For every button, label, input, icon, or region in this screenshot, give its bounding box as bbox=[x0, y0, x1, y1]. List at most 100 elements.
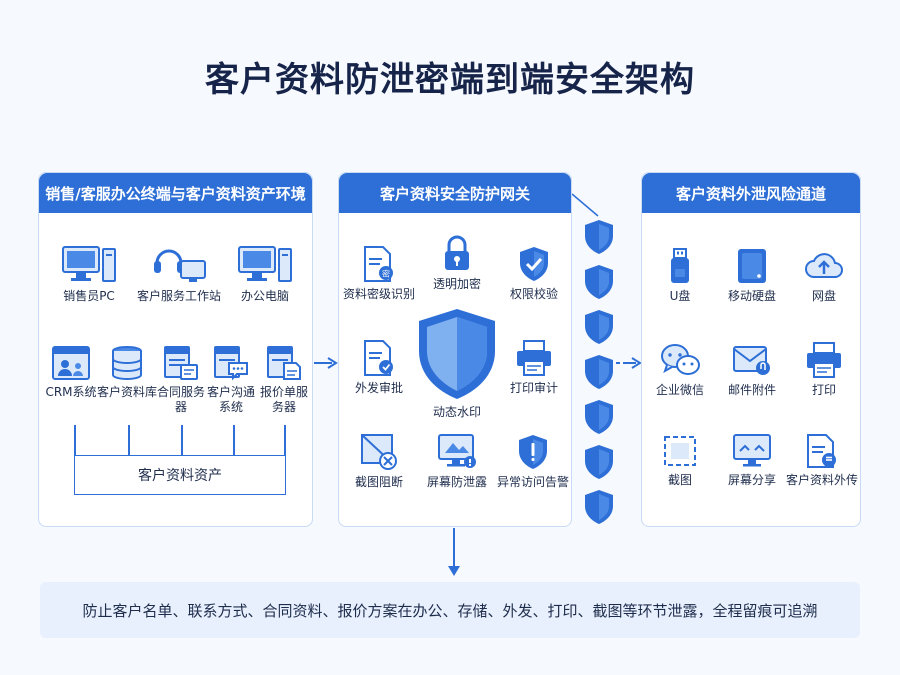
mail-attachment-icon bbox=[733, 346, 770, 375]
screen-share-icon bbox=[733, 434, 771, 467]
risk-label: U盘 bbox=[669, 289, 691, 303]
shield-icon bbox=[585, 445, 613, 479]
printer-icon bbox=[517, 340, 551, 376]
gateway-item-alert[interactable]: 异常访问告警 bbox=[491, 433, 575, 490]
shield-icon bbox=[585, 310, 613, 344]
headset-workstation-icon bbox=[154, 249, 206, 282]
gateway-label: 资料密级识别 bbox=[342, 287, 415, 301]
connector-line bbox=[181, 425, 183, 455]
desktop-pc-icon bbox=[62, 246, 116, 282]
chat-server-icon bbox=[214, 346, 248, 381]
desktop-pc-icon bbox=[238, 246, 292, 282]
node-label: 销售员PC bbox=[63, 289, 115, 303]
shield-alert-icon bbox=[519, 435, 547, 469]
gateway-item-screenshot-block[interactable]: 截图阻断 bbox=[339, 433, 419, 490]
node-sales-pc[interactable]: 销售员PC bbox=[49, 245, 129, 304]
risk-channel-cloud-drive[interactable]: 网盘 bbox=[788, 247, 860, 304]
gateway-item-watermark[interactable]: 动态水印 bbox=[411, 307, 503, 420]
risk-label: 屏幕分享 bbox=[727, 473, 776, 487]
gateway-item-outbound-approval[interactable]: 外发审批 bbox=[339, 339, 419, 396]
arrow-down-icon bbox=[448, 528, 460, 576]
lock-icon bbox=[445, 235, 469, 270]
arrow-right-icon bbox=[616, 357, 642, 369]
shield-check-icon bbox=[520, 247, 548, 281]
external-drive-icon bbox=[738, 249, 766, 283]
node-service-workstation[interactable]: 客户服务工作站 bbox=[131, 245, 227, 304]
right-panel: 客户资料外泄风险通道 U盘 移动硬盘 网盘 bbox=[641, 172, 861, 527]
gateway-label: 外发审批 bbox=[354, 381, 403, 395]
shield-icon bbox=[585, 220, 613, 254]
risk-label: 邮件附件 bbox=[727, 383, 776, 397]
gateway-label: 透明加密 bbox=[432, 277, 481, 291]
usb-drive-icon bbox=[671, 248, 689, 283]
gateway-item-classify[interactable]: 密 资料密级识别 bbox=[339, 245, 419, 302]
document-approve-icon bbox=[364, 340, 393, 376]
node-crm[interactable]: CRM系统 bbox=[43, 345, 99, 400]
risk-channel-print[interactable]: 打印 bbox=[788, 341, 860, 398]
risk-label: 打印 bbox=[811, 383, 836, 397]
node-chat-system[interactable]: 客户沟通系统 bbox=[205, 345, 257, 415]
gateway-panel: 客户资料安全防护网关 密 资料密级识别 透明加密 权限校验 bbox=[338, 172, 572, 527]
left-panel: 销售/客服办公终端与客户资料资产环境 销售员PC 客户服务工作站 bbox=[38, 172, 313, 527]
risk-channel-external-drive[interactable]: 移动硬盘 bbox=[716, 247, 788, 304]
arrow-right-icon bbox=[314, 357, 338, 369]
shield-icon bbox=[585, 490, 613, 524]
gateway-item-permission[interactable]: 权限校验 bbox=[495, 245, 573, 302]
risk-label: 客户资料外传 bbox=[785, 473, 858, 487]
node-contract-server[interactable]: 合同服务器 bbox=[155, 345, 207, 415]
node-label: 客户资料库 bbox=[97, 385, 158, 399]
gateway-label: 截图阻断 bbox=[354, 475, 403, 489]
risk-channel-screen-share[interactable]: 屏幕分享 bbox=[716, 433, 788, 488]
connector-line bbox=[572, 193, 599, 217]
node-label: 报价单服务器 bbox=[260, 385, 309, 414]
cloud-upload-icon bbox=[805, 253, 843, 278]
gateway-label: 打印审计 bbox=[509, 381, 558, 395]
contract-server-icon bbox=[164, 346, 198, 380]
node-label: 客户沟通系统 bbox=[207, 385, 256, 414]
wechat-icon bbox=[661, 344, 700, 375]
large-shield-icon bbox=[419, 309, 495, 399]
node-label: 合同服务器 bbox=[157, 385, 206, 414]
database-icon bbox=[112, 346, 142, 380]
risk-channel-data-transfer[interactable]: 客户资料外传 bbox=[780, 433, 864, 488]
customer-asset-box: 客户资料资产 bbox=[74, 455, 286, 495]
gateway-label: 动态水印 bbox=[432, 405, 481, 419]
risk-channel-mail[interactable]: 邮件附件 bbox=[716, 341, 788, 398]
shield-column bbox=[582, 218, 618, 528]
left-panel-header: 销售/客服办公终端与客户资料资产环境 bbox=[39, 173, 312, 213]
gateway-panel-header: 客户资料安全防护网关 bbox=[339, 173, 571, 213]
gateway-item-encrypt[interactable]: 透明加密 bbox=[417, 235, 497, 292]
node-label: 办公电脑 bbox=[240, 289, 289, 303]
printer-icon bbox=[807, 342, 841, 378]
connector-line bbox=[128, 425, 130, 455]
node-office-pc[interactable]: 办公电脑 bbox=[225, 245, 305, 304]
shield-icon bbox=[585, 355, 613, 389]
risk-channel-wechat[interactable]: 企业微信 bbox=[644, 341, 716, 398]
gateway-item-screen-leak[interactable]: 屏幕防泄露 bbox=[415, 433, 499, 490]
node-customer-db[interactable]: 客户资料库 bbox=[97, 345, 158, 400]
gateway-label: 屏幕防泄露 bbox=[426, 475, 487, 489]
quote-server-icon bbox=[267, 346, 301, 380]
shield-icon bbox=[585, 400, 613, 434]
document-transfer-icon bbox=[807, 434, 836, 468]
crm-window-icon bbox=[52, 346, 90, 380]
svg-text:密: 密 bbox=[382, 269, 390, 279]
node-label: 客户服务工作站 bbox=[136, 289, 221, 303]
monitor-shield-icon bbox=[438, 434, 476, 468]
risk-label: 网盘 bbox=[811, 289, 836, 303]
connector-line bbox=[74, 425, 76, 455]
shield-icon bbox=[585, 265, 613, 299]
gateway-item-print-audit[interactable]: 打印审计 bbox=[495, 339, 573, 396]
risk-channel-screenshot[interactable]: 截图 bbox=[644, 433, 716, 488]
risk-channel-usb[interactable]: U盘 bbox=[644, 247, 716, 304]
screenshot-frame-icon bbox=[664, 436, 696, 466]
document-classify-icon: 密 bbox=[364, 246, 393, 282]
connector-line bbox=[233, 425, 235, 455]
risk-label: 移动硬盘 bbox=[727, 289, 776, 303]
screenshot-block-icon bbox=[361, 434, 397, 470]
gateway-label: 权限校验 bbox=[509, 287, 558, 301]
summary-banner: 防止客户名单、联系方式、合同资料、报价方案在办公、存储、外发、打印、截图等环节泄… bbox=[40, 582, 860, 638]
page-title: 客户资料防泄密端到端安全架构 bbox=[205, 60, 695, 100]
gateway-label: 异常访问告警 bbox=[496, 475, 569, 489]
node-quote-server[interactable]: 报价单服务器 bbox=[257, 345, 311, 415]
